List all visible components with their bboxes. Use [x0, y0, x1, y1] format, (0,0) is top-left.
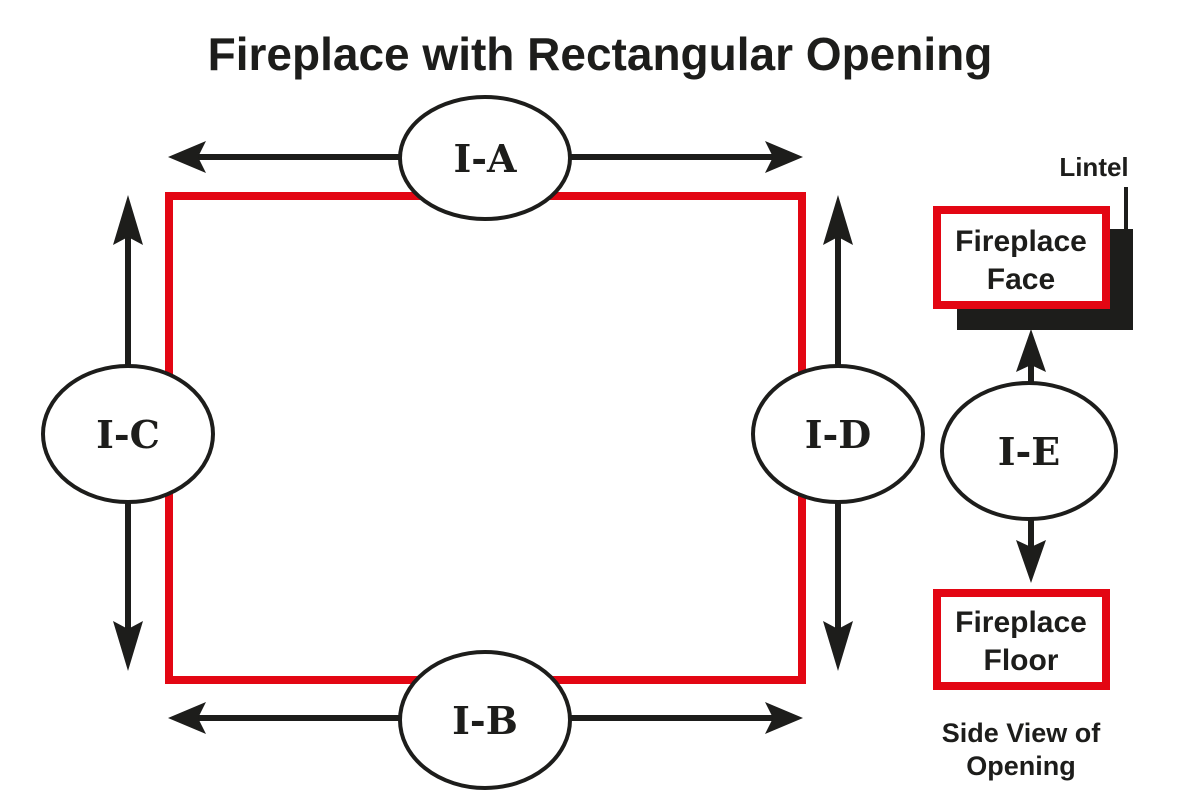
side-view: Lintel Fireplace Face I-E Fireplace Floo…	[933, 152, 1133, 781]
diagram-title: Fireplace with Rectangular Opening	[208, 28, 993, 80]
zone-label: I-C	[96, 412, 160, 457]
fireplace-opening-outline	[165, 192, 806, 684]
fireplace-floor-label: Fireplace	[955, 606, 1087, 639]
arrow-left-icon	[168, 702, 206, 734]
arrow-right-icon	[765, 702, 803, 734]
arrow-right-icon	[765, 141, 803, 173]
zone-label: I-B	[452, 698, 518, 743]
fireplace-face-box	[933, 206, 1110, 309]
fireplace-face-label: Fireplace	[955, 225, 1087, 258]
arrow-up-icon	[823, 195, 853, 245]
zone-i-d: I-D	[751, 195, 925, 671]
zone-ellipse	[398, 650, 572, 790]
arrow-down-icon	[113, 621, 143, 671]
zone-label-i-e: I-E	[998, 429, 1061, 474]
arrow-down-icon	[1016, 540, 1046, 583]
fireplace-face-label: Face	[987, 263, 1055, 296]
zone-ellipse	[398, 95, 572, 221]
zone-ellipse	[751, 364, 925, 504]
arrow-left-icon	[168, 141, 206, 173]
lintel-label: Lintel	[1059, 152, 1128, 182]
zone-ellipse	[41, 364, 215, 504]
side-view-caption: Opening	[966, 751, 1076, 781]
fireplace-floor-label: Floor	[984, 644, 1059, 677]
arrow-down-icon	[823, 621, 853, 671]
zone-i-a: I-A	[168, 95, 803, 221]
zone-label: I-D	[805, 412, 872, 457]
side-view-caption: Side View of	[942, 718, 1102, 748]
arrow-up-icon	[1016, 329, 1046, 372]
zone-i-b: I-B	[168, 650, 803, 790]
zone-label: I-A	[453, 136, 517, 181]
arrow-up-icon	[113, 195, 143, 245]
zone-ellipse-i-e	[940, 381, 1118, 521]
zone-i-c: I-C	[41, 195, 215, 671]
fireplace-floor-box	[933, 589, 1110, 690]
